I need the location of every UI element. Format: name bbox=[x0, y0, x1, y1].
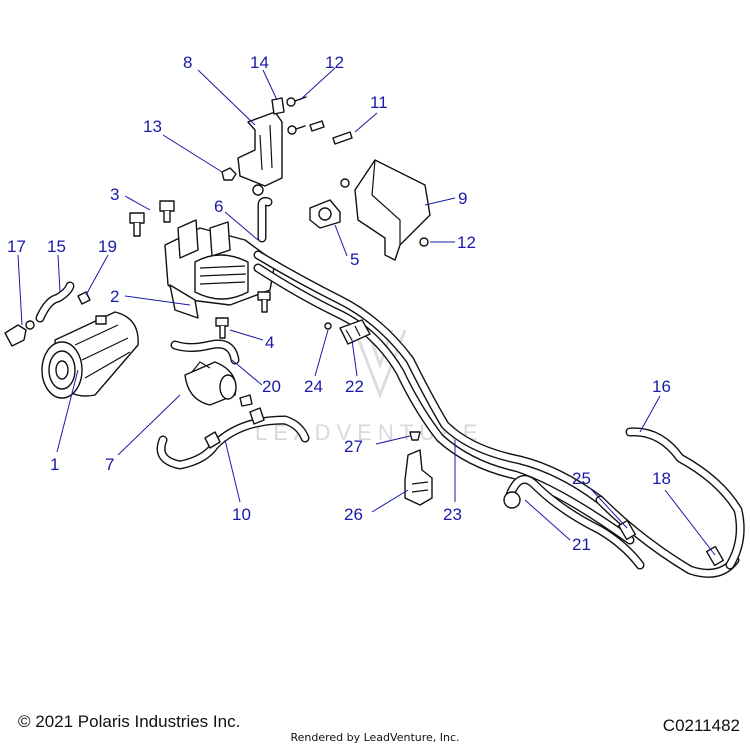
callout-10[interactable]: 10 bbox=[232, 505, 251, 524]
callout-7[interactable]: 7 bbox=[105, 455, 114, 474]
part-9-heat-shield[interactable] bbox=[340, 159, 431, 261]
callout-16[interactable]: 16 bbox=[652, 377, 671, 396]
callout-25[interactable]: 25 bbox=[572, 469, 591, 488]
callout-4[interactable]: 4 bbox=[265, 333, 274, 352]
part-23-vent-line[interactable] bbox=[595, 495, 740, 578]
callout-12-right[interactable]: 12 bbox=[457, 233, 476, 252]
part-13-nut[interactable] bbox=[221, 167, 237, 181]
part-24-screw[interactable] bbox=[324, 322, 332, 330]
callout-20[interactable]: 20 bbox=[262, 377, 281, 396]
part-20-hose[interactable] bbox=[170, 339, 240, 365]
part-19-clamp[interactable] bbox=[77, 291, 91, 305]
callout-3[interactable]: 3 bbox=[110, 185, 119, 204]
part-3-clips[interactable] bbox=[129, 200, 175, 237]
callout-11[interactable]: 11 bbox=[370, 93, 388, 112]
callout-5[interactable]: 5 bbox=[350, 250, 359, 269]
part-1-canister[interactable] bbox=[41, 311, 139, 399]
part-18-clamp[interactable] bbox=[705, 545, 725, 567]
diagram-code: C0211482 bbox=[662, 716, 740, 735]
copyright-text: © 2021 Polaris Industries Inc. bbox=[18, 712, 241, 731]
part-12-bolts-top[interactable] bbox=[286, 96, 307, 135]
callout-27[interactable]: 27 bbox=[344, 437, 363, 456]
part-2-canister-mount[interactable] bbox=[164, 219, 276, 319]
part-14-clip[interactable] bbox=[271, 97, 285, 115]
callouts: 1 2 3 4 5 6 7 8 9 10 11 12 12 13 14 15 1… bbox=[7, 53, 671, 554]
part-27-screw[interactable] bbox=[409, 431, 421, 441]
callout-1[interactable]: 1 bbox=[50, 455, 59, 474]
callout-2[interactable]: 2 bbox=[110, 287, 119, 306]
callout-12-top[interactable]: 12 bbox=[325, 53, 344, 72]
callout-23[interactable]: 23 bbox=[443, 505, 462, 524]
part-26-bracket[interactable] bbox=[404, 449, 433, 506]
part-10-hose[interactable] bbox=[156, 394, 310, 470]
callout-24[interactable]: 24 bbox=[304, 377, 323, 396]
rendered-by-text: Rendered by LeadVenture, Inc. bbox=[290, 731, 460, 744]
part-5-valve[interactable] bbox=[309, 199, 341, 229]
callout-18[interactable]: 18 bbox=[652, 469, 671, 488]
callout-26[interactable]: 26 bbox=[344, 505, 363, 524]
part-7-filter[interactable] bbox=[184, 361, 237, 406]
callout-21[interactable]: 21 bbox=[572, 535, 591, 554]
callout-8[interactable]: 8 bbox=[183, 53, 192, 72]
part-21-hose[interactable] bbox=[503, 474, 645, 570]
leader-lines bbox=[17, 67, 716, 556]
part-11-bolt[interactable] bbox=[309, 120, 353, 145]
callout-19[interactable]: 19 bbox=[98, 237, 117, 256]
part-22-clip[interactable] bbox=[339, 319, 371, 345]
callout-17[interactable]: 17 bbox=[7, 237, 26, 256]
callout-22[interactable]: 22 bbox=[345, 377, 364, 396]
part-4-push-rivets[interactable] bbox=[215, 291, 271, 339]
callout-9[interactable]: 9 bbox=[458, 189, 467, 208]
part-8-bracket[interactable] bbox=[237, 111, 283, 196]
callout-6[interactable]: 6 bbox=[214, 197, 223, 216]
part-17-fitting[interactable] bbox=[4, 320, 35, 347]
callout-14[interactable]: 14 bbox=[250, 53, 269, 72]
part-6-vent-line[interactable] bbox=[253, 196, 635, 545]
callout-15[interactable]: 15 bbox=[47, 237, 66, 256]
part-16-hose[interactable] bbox=[625, 427, 745, 570]
callout-13[interactable]: 13 bbox=[143, 117, 162, 136]
part-15-hose[interactable] bbox=[35, 281, 75, 323]
